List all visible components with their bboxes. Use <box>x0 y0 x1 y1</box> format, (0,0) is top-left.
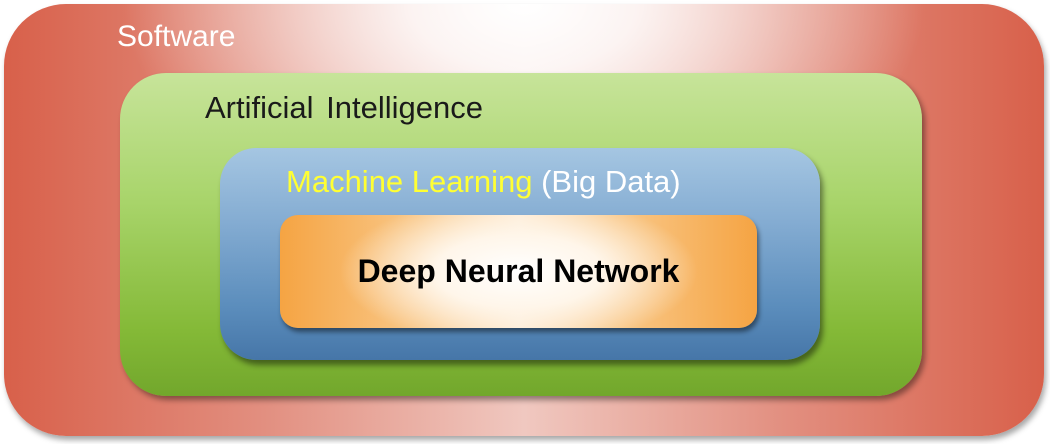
machine-learning-subtitle: (Big Data) <box>541 164 681 199</box>
machine-learning-label: Machine Learning (Big Data) <box>286 164 681 200</box>
machine-learning-title: Machine Learning <box>286 164 533 199</box>
software-label: Software <box>117 20 236 53</box>
deep-neural-network-layer-box <box>280 215 757 328</box>
deep-neural-network-label: Deep Neural Network <box>357 253 680 289</box>
artificial-intelligence-label: Artificial Intelligence <box>205 90 483 125</box>
